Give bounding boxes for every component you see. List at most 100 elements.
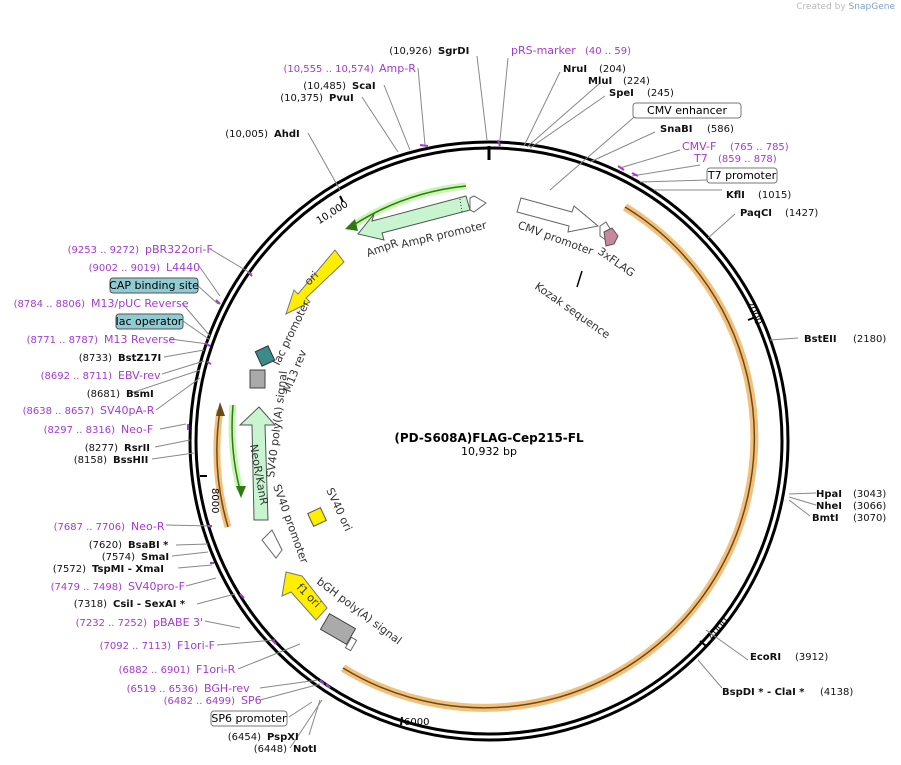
- lac-operator-label: lac operator: [116, 315, 183, 328]
- primer-t7-range: (859 .. 878): [718, 154, 777, 165]
- site-pvui-pos: (10,375): [280, 93, 323, 104]
- site-bsshii: BssHII: [113, 455, 148, 466]
- primer-f1ori-f-range: (7092 .. 7113): [100, 641, 172, 652]
- orf-arrow-head: [216, 402, 225, 416]
- site-nrui: NruI: [563, 64, 587, 75]
- primer-sp6: SP6: [241, 694, 262, 707]
- site-nhei: NheI: [816, 501, 842, 512]
- site-labels: (10,926) SgrDI NruI (204) MluI (224) Spe…: [53, 46, 887, 755]
- site-mlui: MluI: [588, 76, 612, 87]
- site-pvui: PvuI: [329, 93, 354, 104]
- ampr-arc-head: [345, 219, 358, 231]
- snapgene-credit: Created by SnapGene: [796, 2, 895, 12]
- f1-ori-arrow: [281, 571, 328, 621]
- bgh-polya-block: [319, 613, 357, 645]
- boxed-lac-operator: lac operator: [115, 313, 184, 330]
- primer-sv40pro-f: SV40pro-F: [128, 580, 185, 593]
- tick-mark-6000: [400, 716, 403, 726]
- site-bsteii: BstEII: [804, 334, 837, 345]
- primer-f1ori-r: F1ori-R: [196, 663, 236, 676]
- tick-mark-4000: [699, 640, 707, 647]
- primer-prs-marker-range: (40 .. 59): [585, 46, 631, 57]
- ori-arrow: [285, 249, 345, 315]
- ampr-promoter-arrow: [469, 195, 487, 213]
- cap-binding-label: CAP binding site: [109, 279, 199, 292]
- site-kfli: KflI: [726, 190, 745, 201]
- primer-pbabe3: pBABE 3': [153, 616, 203, 629]
- primer-bgh-rev-range: (6519 .. 6536): [127, 684, 199, 695]
- primer-prs-marker: pRS-marker: [511, 44, 576, 57]
- primer-f1ori-f: F1ori-F: [177, 639, 215, 652]
- primer-neo-r: Neo-R: [131, 520, 165, 533]
- orf-arc-cep215: [340, 203, 759, 712]
- ampr-arrow: [357, 195, 471, 241]
- primer-l4440: L4440: [166, 261, 200, 274]
- primer-marks: [187, 139, 639, 689]
- site-ahdi-pos: (10,005): [225, 129, 268, 140]
- site-csii: CsiI - SexAI *: [113, 599, 186, 610]
- site-nhei-pos: (3066): [853, 501, 886, 512]
- primer-pbr322ori-f: pBR322ori-F: [145, 243, 213, 256]
- site-sgrdi-pos: (10,926): [389, 46, 432, 57]
- site-sgrdi: SgrDI: [438, 46, 469, 57]
- sv40-ori-block: [307, 507, 327, 527]
- tick-6000: 6000: [404, 717, 429, 728]
- credit-prefix: Created by: [796, 2, 846, 12]
- site-bmti-pos: (3070): [853, 513, 886, 524]
- site-clai: BspDI * - ClaI *: [722, 687, 805, 698]
- kozak-label: Kozak sequence: [532, 280, 612, 342]
- boxed-t7-promoter: T7 promoter: [706, 167, 778, 184]
- ampr-arc-core: [351, 185, 467, 227]
- lac-operator-block: [254, 345, 276, 367]
- cmv-enhancer-label: CMV enhancer: [647, 104, 727, 117]
- primer-pbabe3-range: (7232 .. 7252): [76, 618, 148, 629]
- primer-m13-reverse: M13 Reverse: [104, 333, 175, 346]
- primer-neo-f-range: (8297 .. 8316): [44, 425, 116, 436]
- sp6-promoter-label: SP6 promoter: [211, 712, 287, 725]
- site-spei: SpeI: [609, 88, 634, 99]
- boxed-cmv-enhancer: CMV enhancer: [632, 102, 742, 119]
- leader-lines: [127, 55, 817, 749]
- plasmid-length: 10,932 bp: [461, 445, 517, 458]
- tick-mark-2000: [747, 316, 757, 321]
- sp6-mark: [344, 636, 358, 652]
- flag-label: 3xFLAG: [595, 245, 637, 280]
- neor-arc-core: [231, 404, 241, 491]
- primer-sp6-range: (6482 .. 6499): [164, 696, 236, 707]
- site-mlui-pos: (224): [623, 76, 650, 87]
- primer-t7: T7: [693, 152, 708, 165]
- site-pspxi-pos: (6454): [228, 732, 261, 743]
- t7-promoter-label: T7 promoter: [707, 169, 777, 182]
- flag-arrow: [603, 227, 619, 247]
- site-smai-pos: (7574): [102, 552, 135, 563]
- primer-m13-reverse-range: (8771 .. 8787): [27, 335, 99, 346]
- site-snabi: SnaBI: [660, 124, 692, 135]
- site-bsabi: BsaBI *: [128, 540, 169, 551]
- plasmid-name: (PD-S608A)FLAG-Cep215-FL: [394, 431, 584, 445]
- primer-sv40pro-f-range: (7479 .. 7498): [51, 582, 123, 593]
- site-bsteii-pos: (2180): [853, 334, 886, 345]
- site-snabi-pos: (586): [707, 124, 734, 135]
- primer-pbr322ori-f-range: (9253 .. 9272): [68, 245, 140, 256]
- site-clai-pos: (4138): [820, 687, 853, 698]
- snapgene-brand: SnapGene: [848, 2, 895, 12]
- site-scai: ScaI: [352, 81, 376, 92]
- primer-sv40pa-r-range: (8638 .. 8657): [23, 406, 95, 417]
- site-noti-pos: (6448): [254, 744, 287, 755]
- site-rsrii-pos: (8277): [85, 443, 118, 454]
- tick-mark-10000: [339, 195, 344, 203]
- site-noti: NotI: [293, 744, 317, 755]
- primer-f1ori-r-range: (6882 .. 6901): [119, 665, 191, 676]
- site-bstz17i: BstZ17I: [118, 353, 161, 364]
- boxed-sp6-promoter: SP6 promoter: [210, 710, 288, 727]
- site-smai: SmaI: [141, 552, 169, 563]
- bgh-polya-label: bGH poly(A) signal: [314, 575, 404, 647]
- primer-ebv-rev-range: (8692 .. 8711): [41, 371, 113, 382]
- site-paqci-pos: (1427): [785, 208, 818, 219]
- primer-m13puc: M13/pUC Reverse: [91, 297, 189, 310]
- primer-bgh-rev: BGH-rev: [204, 682, 250, 695]
- cmv-promoter-arrow: [516, 197, 600, 233]
- sv40-promoter-arrow: [261, 529, 283, 559]
- primer-sv40pa-r: SV40pA-R: [100, 404, 155, 417]
